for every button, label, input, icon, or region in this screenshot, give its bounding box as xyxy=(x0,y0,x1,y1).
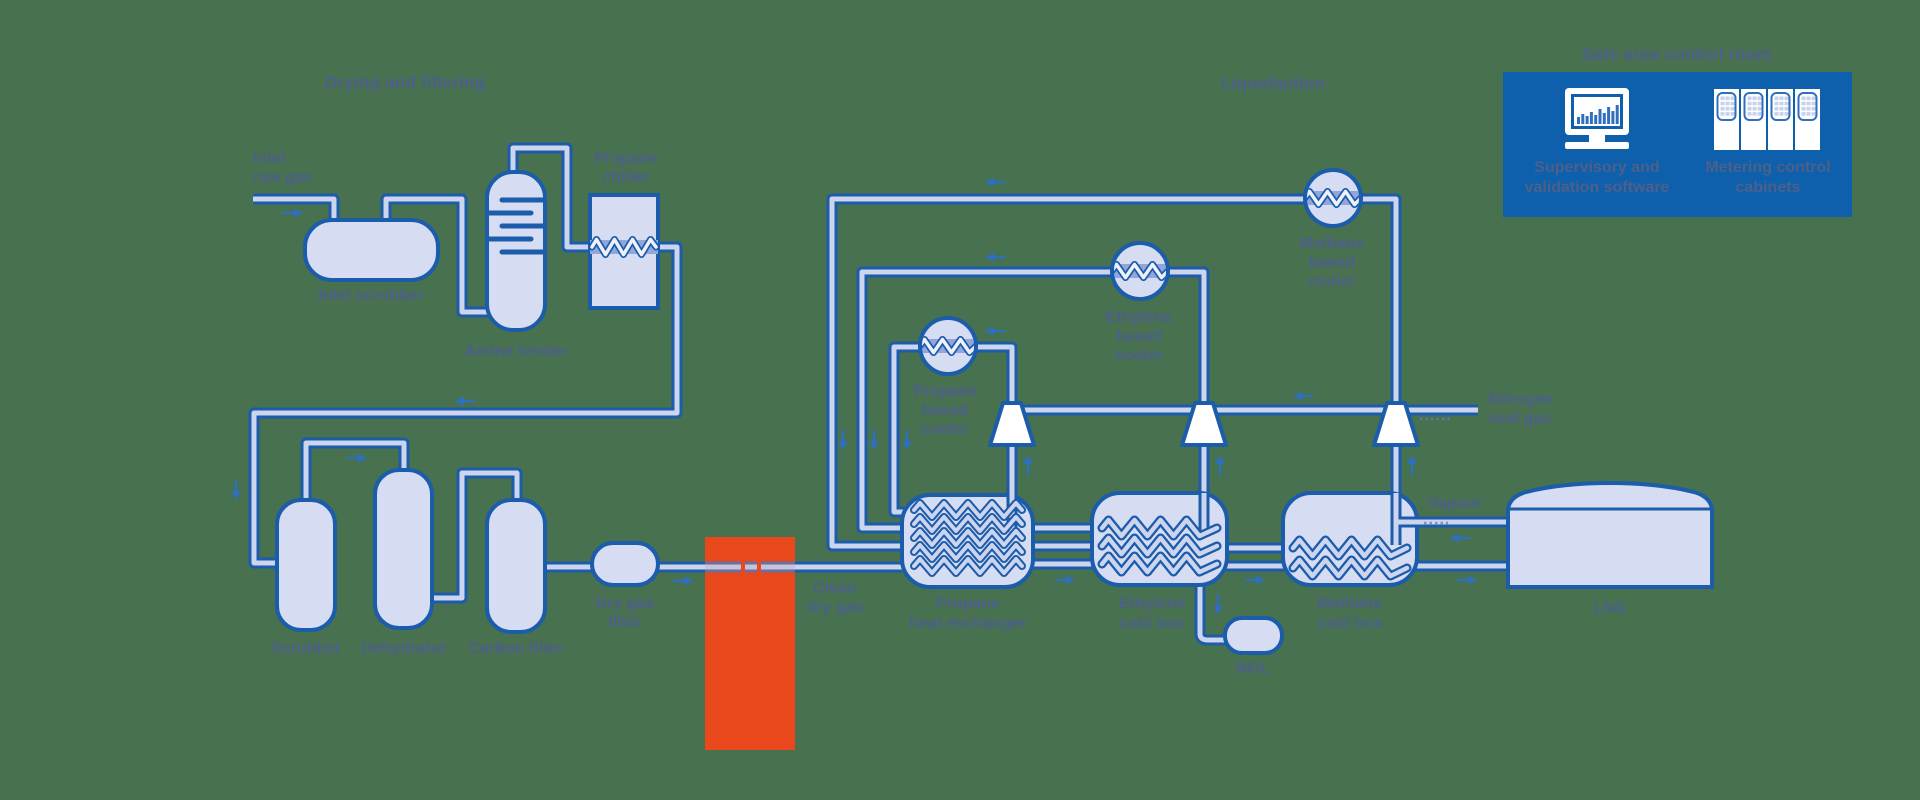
ethylene-based-cooler-label: Ethylene xyxy=(1106,309,1173,326)
propane-based-cooler-label: Propane xyxy=(913,383,977,400)
supervisory-label-2: validation software xyxy=(1525,179,1670,196)
methane-based-cooler-label: Methane xyxy=(1300,235,1365,252)
methane-cold-box-label-2: cold box xyxy=(1317,615,1383,632)
ethylene-cold-box-label: Ethylene xyxy=(1119,595,1186,612)
methane-based-cooler-label-2: based xyxy=(1309,254,1355,271)
section-title-liquefaction: Liquefaction xyxy=(1221,73,1325,93)
dry-gas-filter-label: Dry gas xyxy=(596,595,655,612)
propane-chiller-label-2: chiller xyxy=(602,169,649,186)
dry-gas-filter-vessel xyxy=(590,541,660,587)
propane-based-cooler-label-3: cooler xyxy=(921,421,969,438)
control-room-box xyxy=(1503,72,1852,217)
nitrogen-seal-gas-label-2: seal gas xyxy=(1488,410,1551,427)
dry-gas-filter-label-2: filter xyxy=(608,614,643,631)
amine-treater-label: Amine treater xyxy=(464,343,567,360)
clean-dry-gas-label-2: dry gas xyxy=(807,599,864,616)
ethylene-cold-box-label-2: cold box xyxy=(1119,615,1185,632)
scrubber-label: Scrubber xyxy=(271,640,341,657)
metering-label-2: cabinets xyxy=(1736,179,1801,196)
amine-treater-trays xyxy=(486,197,546,255)
nitrogen-seal-gas-label: Nitrogen xyxy=(1488,391,1554,408)
inlet-raw-gas-label: Inlet xyxy=(253,150,287,167)
scrubber-vessel xyxy=(275,498,337,632)
metering-label: Metering control xyxy=(1705,159,1830,176)
compressor-icon-propane xyxy=(988,401,1036,447)
methane-cold-box-label: Methane xyxy=(1318,595,1383,612)
cabinets-icon xyxy=(1714,89,1820,150)
control-room-panel xyxy=(1503,72,1852,217)
inlet-scrubber-vessel xyxy=(303,218,440,282)
carbon-filter-vessel xyxy=(485,498,547,634)
ngl-vessel xyxy=(1223,616,1284,655)
propane-heat-exchanger-label: Propane xyxy=(936,595,1000,612)
propane-chiller-label: Propane xyxy=(594,150,658,167)
inlet-raw-gas-label-2: raw gas xyxy=(253,169,313,186)
metering-point-highlight xyxy=(705,537,795,750)
ngl-label: NGL xyxy=(1236,660,1270,677)
compressor-icon-ethylene xyxy=(1180,401,1228,447)
inlet-scrubber-label: Inlet scrubber xyxy=(318,287,424,304)
clean-dry-gas-label: Clean xyxy=(813,580,857,597)
section-title-drying: Drying and filtering xyxy=(325,72,485,92)
lng-label: LNG xyxy=(1593,600,1627,617)
section-title-control-room: Safe area control room xyxy=(1582,44,1773,64)
supervisory-label: Supervisory and xyxy=(1534,159,1659,176)
carbon-filter-label: Carbon filter xyxy=(468,640,563,657)
vapour-label: Vapour xyxy=(1428,495,1482,512)
compressor-icon-methane xyxy=(1372,401,1420,447)
methane-based-cooler-label-3: cooler xyxy=(1308,273,1356,290)
heat-exchange-coils xyxy=(588,188,1412,581)
ethylene-based-cooler-label-2: based xyxy=(1116,328,1162,345)
dehydrator-vessel xyxy=(373,468,434,630)
dehydrator-label: Dehydrator xyxy=(361,640,446,657)
propane-heat-exchanger-label-2: heat exchanger xyxy=(909,615,1026,632)
ethylene-based-cooler-label-3: cooler xyxy=(1115,347,1163,364)
flow-arrows xyxy=(231,177,1477,615)
monitor-icon xyxy=(1565,88,1629,149)
lng-tank xyxy=(1506,480,1714,589)
propane-based-cooler-label-2: based xyxy=(922,402,968,419)
